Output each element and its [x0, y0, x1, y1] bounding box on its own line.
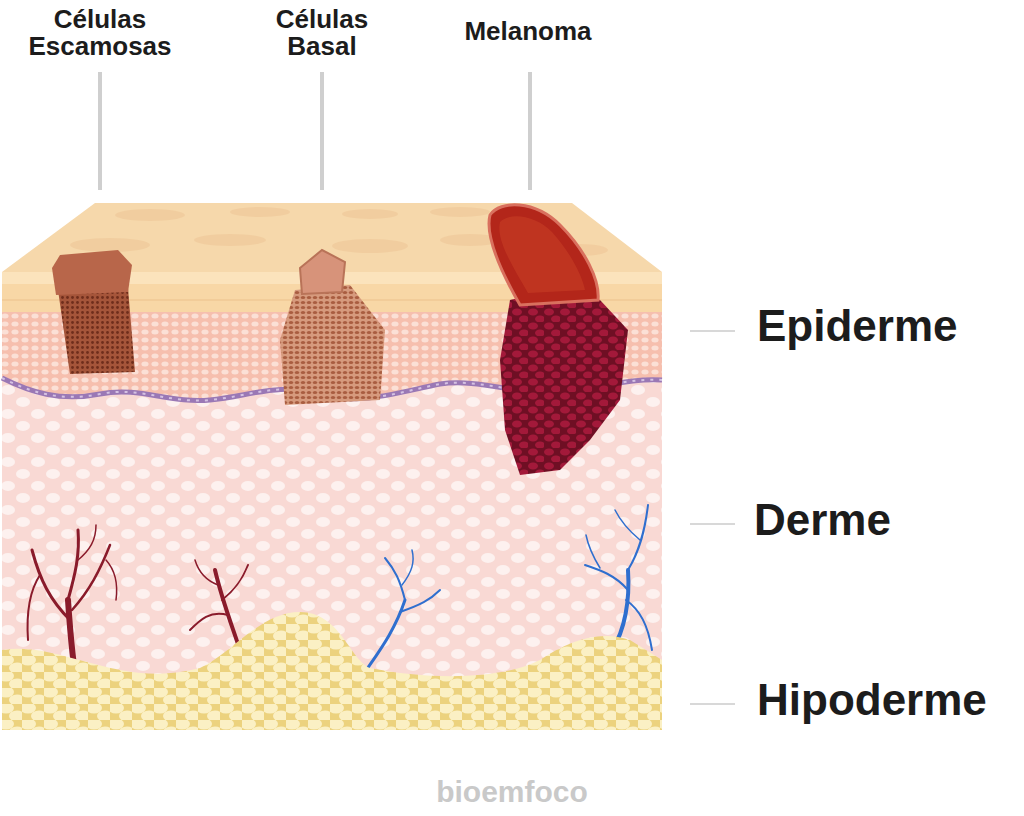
- label-text: Melanoma: [464, 16, 591, 46]
- layer-label: Hipoderme: [757, 677, 1019, 723]
- label-text: Derme: [754, 495, 891, 544]
- cancer-type-label: Células Basal: [242, 6, 402, 61]
- label-text: Hipoderme: [757, 675, 987, 724]
- cancer-type-label: Melanoma: [418, 18, 638, 45]
- label-text: Epiderme: [757, 301, 958, 350]
- label-text: bioemfoco: [436, 775, 588, 808]
- layer-label: Derme: [754, 497, 1016, 543]
- label-text: Células Basal: [276, 4, 369, 61]
- watermark: bioemfoco: [362, 776, 662, 808]
- label-text: Células Escamosas: [28, 4, 171, 61]
- cancer-type-label: Células Escamosas: [5, 6, 195, 61]
- layer-label: Epiderme: [757, 303, 1019, 349]
